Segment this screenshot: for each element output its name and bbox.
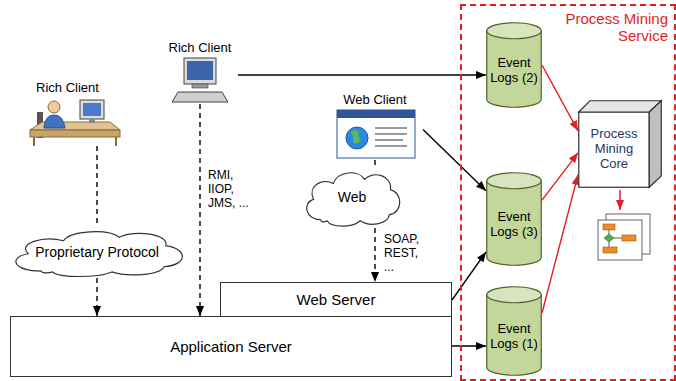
- node-label: Web Client: [343, 93, 406, 108]
- text-area: Process Mining Core: [580, 113, 648, 186]
- protocol-connector: [374, 228, 375, 282]
- text-area: Application Server: [11, 317, 451, 376]
- log-flow-arrow: [542, 65, 578, 131]
- flow-line: [609, 242, 610, 247]
- browser-window: [337, 110, 415, 158]
- desktop-client: Rich Client: [162, 40, 238, 104]
- network-cloud: Proprietary Protocol: [4, 226, 190, 278]
- globe: [346, 127, 368, 149]
- flow-diamond: [604, 234, 614, 242]
- log-flow-arrow: [542, 175, 578, 313]
- desk-front: [30, 130, 120, 137]
- core-engine: Process Mining Core: [578, 100, 662, 188]
- text-area: Proprietary Protocol: [14, 234, 180, 270]
- person-body: [44, 115, 65, 128]
- flow-box: [603, 224, 615, 230]
- protocol-connector: [199, 104, 200, 316]
- network-cloud: Web: [300, 166, 404, 228]
- flow-line: [609, 230, 610, 234]
- node-label: Proprietary Protocol: [35, 244, 159, 260]
- monitor-stand: [89, 119, 95, 123]
- page-lines: [375, 128, 407, 146]
- desk-top: [30, 122, 120, 130]
- flow-box: [603, 247, 617, 253]
- monitor-frame: [184, 58, 216, 84]
- cube-top: [579, 101, 662, 112]
- result-model-icon: [598, 190, 650, 260]
- text-area: Web: [310, 174, 394, 220]
- output-arrow: [619, 190, 621, 210]
- cube-side: [649, 101, 661, 188]
- cylinder-body: [487, 294, 542, 375]
- node-label: Rich Client: [169, 41, 232, 56]
- monitor-base: [192, 84, 208, 88]
- log-flow-arrow: [423, 129, 486, 190]
- event-log-store: Event Logs (1): [486, 286, 542, 376]
- log-flow-arrow: [452, 252, 486, 300]
- node-label: Web Server: [297, 291, 376, 308]
- cylinder-body: [487, 180, 542, 265]
- node-label: Rich Client: [36, 81, 99, 96]
- node-label: Application Server: [170, 338, 292, 355]
- text-area: Event Logs (1): [488, 302, 540, 372]
- monitor-screen: [187, 61, 213, 80]
- globe-land: [351, 130, 361, 144]
- cylinder-top: [487, 173, 542, 189]
- log-flow-arrow: [452, 345, 486, 346]
- person-head: [48, 101, 60, 113]
- browser-client: Web Client: [327, 92, 423, 160]
- text-area: Event Logs (2): [488, 38, 540, 104]
- browser-titlebar: [337, 110, 415, 118]
- event-log-store: Event Logs (2): [486, 22, 542, 108]
- user-at-desk: Rich Client: [10, 80, 125, 146]
- node-label: Process Mining Core: [580, 127, 648, 172]
- log-flow-arrow: [238, 74, 486, 75]
- cylinder-body: [487, 30, 542, 107]
- server-box: Application Server: [10, 316, 452, 377]
- service-region: Process Mining ServiceEvent Logs (2) Proc…: [460, 4, 676, 381]
- text-area: Event Logs (3): [488, 188, 540, 262]
- server-box: Web Server: [220, 282, 452, 318]
- protocol-label: RMI, IIOP, JMS, ...: [208, 168, 254, 210]
- text-area: Web Server: [221, 283, 451, 317]
- cylinder-top: [487, 23, 542, 39]
- node-label: Event Logs (1): [488, 322, 540, 352]
- monitor-screen: [83, 103, 101, 116]
- monitor-frame: [80, 100, 104, 119]
- node-label: Web: [338, 189, 367, 205]
- protocol-connector: [96, 278, 97, 316]
- text-area: Rich Client: [10, 80, 125, 96]
- text-area: Rich Client: [162, 40, 238, 56]
- event-log-store: Event Logs (3): [486, 172, 542, 266]
- node-label: Event Logs (3): [488, 210, 540, 240]
- region-title: Process Mining Service: [538, 10, 668, 45]
- cylinder-top: [487, 287, 542, 303]
- keyboard: [172, 92, 228, 102]
- text-area: Process Mining Service: [538, 10, 668, 45]
- node-label: Event Logs (2): [488, 56, 540, 86]
- flow-box: [622, 235, 636, 241]
- cube-front: [579, 112, 650, 187]
- protocol-connector: [374, 160, 375, 166]
- cloud-outline: [16, 232, 182, 277]
- cloud-outline: [307, 173, 400, 226]
- protocol-connector: [96, 146, 97, 226]
- desk-legs: [34, 137, 116, 146]
- protocol-label: SOAP, REST, ...: [384, 232, 426, 274]
- page-front: [598, 220, 642, 260]
- text-area: Web Client: [327, 92, 423, 108]
